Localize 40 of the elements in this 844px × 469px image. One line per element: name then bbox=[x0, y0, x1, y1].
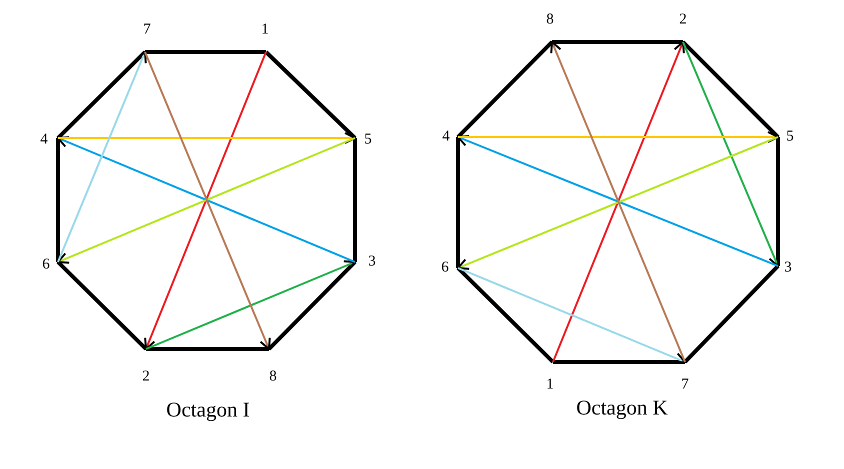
octagon-side bbox=[684, 264, 780, 364]
vertex-number: 8 bbox=[269, 370, 277, 384]
octagon-side bbox=[553, 360, 685, 364]
octagon-side bbox=[552, 40, 683, 44]
arrow bbox=[458, 131, 779, 143]
octagon-side bbox=[456, 266, 554, 364]
octagon-side bbox=[682, 40, 780, 138]
octagon-side bbox=[56, 260, 148, 350]
vertex-number: 4 bbox=[40, 132, 48, 148]
octagon-side bbox=[776, 137, 780, 266]
arrow bbox=[146, 260, 356, 350]
vertex-number: 6 bbox=[42, 258, 50, 272]
octagon-side bbox=[456, 137, 460, 268]
octagon-caption: Octagon K bbox=[576, 398, 668, 418]
vertex-number: 8 bbox=[546, 12, 554, 28]
vertex-number: 5 bbox=[364, 132, 372, 148]
octagon-side bbox=[146, 347, 269, 351]
vertex-number: 5 bbox=[786, 130, 794, 144]
octagon-side bbox=[353, 138, 357, 262]
octagon-side bbox=[56, 138, 60, 262]
vertex-number: 3 bbox=[784, 260, 792, 276]
vertex-number: 7 bbox=[681, 378, 689, 392]
arrow bbox=[682, 42, 780, 267]
octagon-side bbox=[264, 50, 356, 140]
octagon-caption: Octagon I bbox=[166, 400, 250, 420]
octagon-side bbox=[268, 260, 356, 350]
arrow bbox=[57, 51, 147, 262]
vertex-number: 1 bbox=[261, 22, 269, 38]
arrow bbox=[58, 132, 356, 144]
vertex-number: 2 bbox=[142, 370, 150, 384]
vertex-number: 4 bbox=[442, 130, 450, 144]
octagon-side bbox=[145, 50, 266, 54]
octagon-side bbox=[56, 50, 146, 140]
vertex-number: 7 bbox=[143, 22, 151, 38]
vertex-number: 1 bbox=[546, 378, 554, 392]
octagon-side bbox=[456, 40, 554, 138]
vertex-number: 3 bbox=[368, 254, 376, 270]
vertex-number: 6 bbox=[441, 260, 449, 276]
vertex-number: 2 bbox=[679, 12, 687, 28]
arrow bbox=[458, 267, 686, 364]
